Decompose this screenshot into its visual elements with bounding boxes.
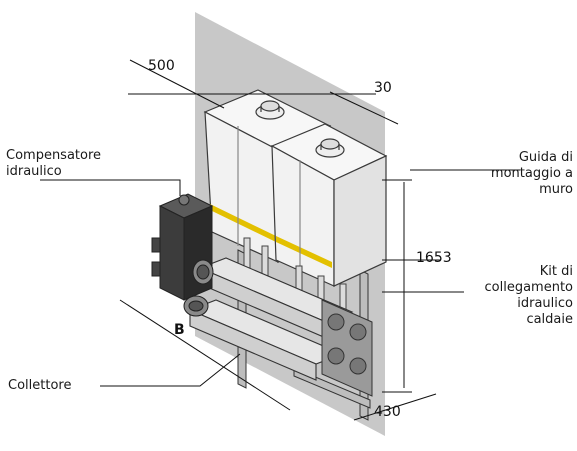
hydraulic-compensator xyxy=(151,193,214,317)
leader-lines xyxy=(40,169,520,387)
end-flanges xyxy=(321,299,373,397)
label-compensatore: Compensatore idraulico xyxy=(6,148,102,179)
dimension-lines xyxy=(119,59,440,421)
dim-gap: 30 xyxy=(374,80,392,96)
dim-collector-length: B xyxy=(174,322,185,338)
label-collettore: Collettore xyxy=(8,378,72,393)
dim-height: 1653 xyxy=(416,250,452,266)
collector-manifolds xyxy=(188,257,354,381)
label-guida: Guida di montaggio a muro xyxy=(490,150,573,197)
boiler-right xyxy=(270,123,388,287)
label-kit: Kit di collegamento idraulico caldaie xyxy=(484,264,574,327)
dim-depth: 430 xyxy=(374,404,401,420)
dim-width: 500 xyxy=(148,58,175,74)
